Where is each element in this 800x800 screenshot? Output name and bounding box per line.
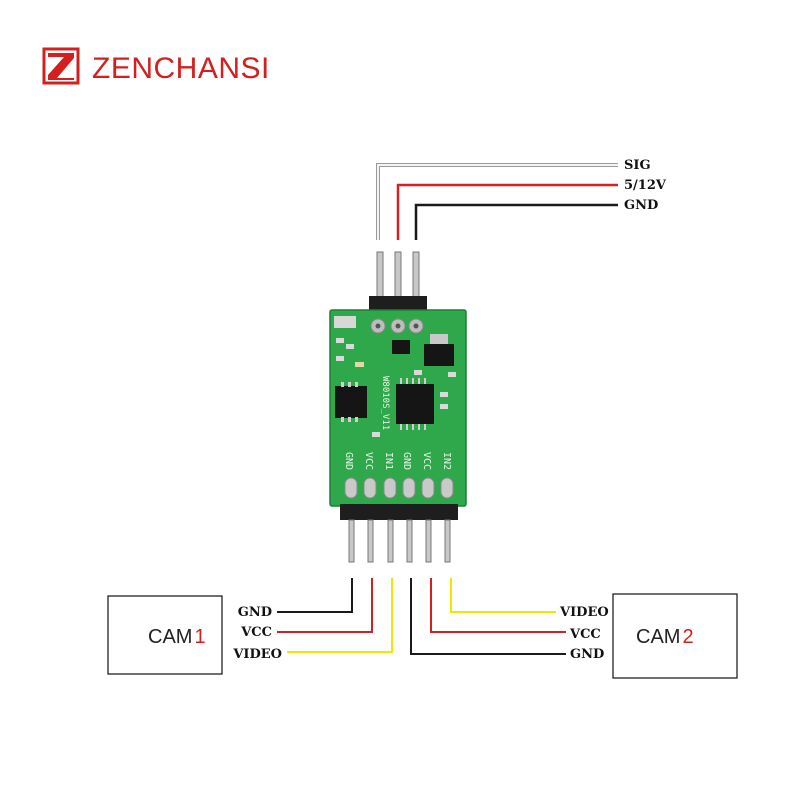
top-pin-3 <box>412 251 420 301</box>
chip-lead <box>355 417 358 422</box>
chip-lead <box>406 424 408 430</box>
smd-resistor <box>448 372 456 377</box>
smd-resistor <box>346 344 354 349</box>
smd-resistor <box>336 356 344 361</box>
chip-lead <box>400 378 402 384</box>
chip-lead <box>348 417 351 422</box>
cam2-vcc-wire <box>430 578 566 633</box>
cam1-name: CAM <box>148 626 192 648</box>
bottom-pad <box>383 477 397 499</box>
bottom-pad <box>421 477 435 499</box>
cam2-label-vcc: VCC <box>569 627 601 642</box>
bottom-pad <box>402 477 416 499</box>
bottom-header <box>340 504 458 563</box>
label-sig: SIG <box>624 158 651 173</box>
bottom-pads <box>344 477 454 499</box>
label-power: 5/12V <box>624 178 667 193</box>
chip-lead <box>341 417 344 422</box>
pin-label-in2: IN2 <box>441 452 452 470</box>
smd-resistor <box>414 370 422 375</box>
pad-hole <box>395 323 401 329</box>
chip-lead <box>418 424 420 430</box>
chip-lead <box>412 378 414 384</box>
chip-lead <box>341 382 344 387</box>
smd-resistor <box>440 404 448 409</box>
cam2-label-gnd: GND <box>570 647 604 662</box>
chip-lead <box>418 378 420 384</box>
top-pin-2 <box>394 251 402 301</box>
chip-lead <box>348 382 351 387</box>
smd-resistor <box>372 432 380 437</box>
regulator-tab <box>430 334 448 344</box>
cam2-name: CAM <box>636 626 680 648</box>
corner-pad <box>334 316 356 328</box>
top-wires: SIG 5/12V GND <box>376 158 667 240</box>
ground-wire-top <box>414 203 618 240</box>
cam2-number: 2 <box>682 626 693 648</box>
bottom-pin <box>387 519 394 563</box>
regulator-chip <box>424 344 454 366</box>
transistor-chip <box>392 340 410 354</box>
logo-z-icon <box>48 53 74 80</box>
label-gnd-top: GND <box>624 198 658 213</box>
bottom-pad <box>363 477 377 499</box>
relay-chip <box>335 382 367 422</box>
pin-label-gnd-1: GND <box>343 452 354 470</box>
pin-label-vcc-2: VCC <box>421 452 432 470</box>
bottom-header-housing <box>340 504 458 520</box>
bottom-pin <box>444 519 451 563</box>
chip-lead <box>355 382 358 387</box>
pad-hole <box>375 323 381 329</box>
top-pin-1 <box>376 251 384 301</box>
smd-resistor <box>336 338 344 343</box>
sig-wire-outline <box>376 163 618 240</box>
top-header <box>369 251 427 314</box>
cam1-label-video: VIDEO <box>232 647 282 662</box>
pin-label-gnd-2: GND <box>401 452 412 470</box>
cam1-label-gnd: GND <box>238 605 272 620</box>
bottom-pin <box>367 519 374 563</box>
chip-body <box>396 384 434 424</box>
sig-wire <box>377 164 618 240</box>
pin-label-vcc-1: VCC <box>363 452 374 470</box>
cam2-video-wire <box>450 578 556 613</box>
chip-lead <box>424 378 426 384</box>
bottom-pad <box>344 477 358 499</box>
pcb-board: W8010S_V11 GND VCC IN1 GND VCC IN2 <box>329 309 467 507</box>
smd-capacitor <box>355 362 364 367</box>
power-wire <box>396 183 618 240</box>
brand-logo: ZENCHANSI <box>42 47 270 85</box>
smd-resistor <box>440 392 448 397</box>
chip-lead <box>400 424 402 430</box>
pin-label-in1: IN1 <box>383 452 394 470</box>
cam2-gnd-wire <box>410 578 566 655</box>
main-ic <box>396 378 434 430</box>
bottom-pad <box>440 477 454 499</box>
cam2-label-video: VIDEO <box>559 605 609 620</box>
bottom-pin <box>348 519 355 563</box>
chip-lead <box>412 424 414 430</box>
cam1-number: 1 <box>194 626 205 648</box>
chip-body <box>335 386 367 418</box>
board-silkscreen: W8010S_V11 <box>380 376 390 430</box>
cam1-box <box>107 595 223 675</box>
cam1-vcc-wire <box>277 578 373 633</box>
cam2-box <box>612 593 738 679</box>
cam1-label-vcc: VCC <box>240 625 272 640</box>
bottom-pin <box>425 519 432 563</box>
cam1-video-wire <box>287 578 393 653</box>
bottom-pin <box>406 519 413 563</box>
chip-lead <box>406 378 408 384</box>
brand-name: ZENCHANSI <box>92 52 270 85</box>
pad-hole <box>413 323 419 329</box>
chip-lead <box>424 424 426 430</box>
cam1-gnd-wire <box>277 578 353 613</box>
